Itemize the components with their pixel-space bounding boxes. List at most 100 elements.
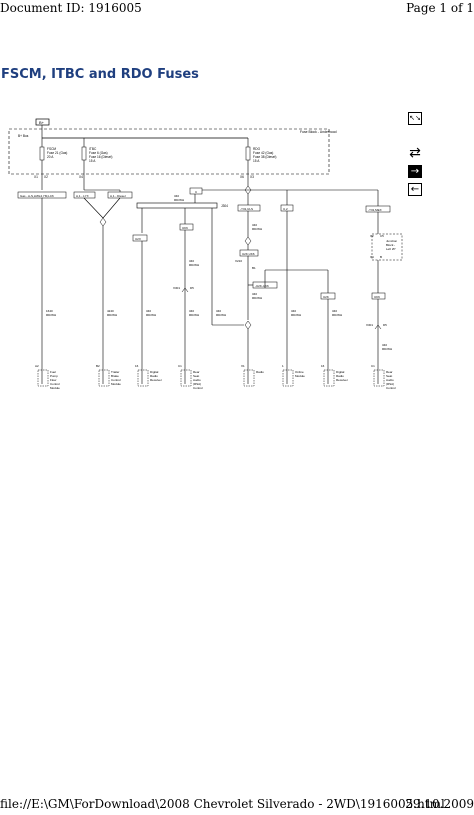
document-id: Document ID: 1916005: [0, 1, 142, 15]
component-4-l1: Rear: [193, 370, 200, 374]
component-rsa-control-2: C1 Rear Seat Audio (RSA) Control: [371, 364, 396, 390]
splice-j304-label: J304: [221, 204, 228, 208]
splice-b1-label: B1: [252, 266, 256, 270]
splice-x301-a: X301: [173, 286, 180, 290]
component-8-l1: Rear: [386, 370, 393, 374]
splice-radio-bottom: [244, 320, 252, 330]
wire-w3-num: 340: [146, 309, 151, 313]
wire-w8-num: 340: [216, 309, 221, 313]
junction-label-2: Block -: [386, 243, 395, 247]
yii-uls-text: -YII1,ULS: [240, 207, 253, 211]
component-4-l2: Seat: [193, 374, 199, 378]
fuse-itbc-line4: 15 A: [89, 159, 96, 163]
u2k-text: U2K: [323, 295, 329, 299]
component-5-pin: X1: [241, 364, 245, 368]
fuse-itbc-line1: ITBC: [89, 147, 97, 151]
c-box: [189, 187, 203, 195]
component-2-l1: Trailer: [111, 370, 119, 374]
component-3-pin: 16: [135, 364, 139, 368]
fuse-fscm-symbol: [39, 146, 45, 161]
fuse-fscm-line2: Fuse 21 (Gas): [47, 151, 67, 155]
u2k-uk6-box: [239, 249, 259, 257]
page-title: FSCM, ITBC and RDO Fuses: [1, 67, 199, 82]
junction-block-outline: [371, 233, 403, 261]
junction-pin-b: B: [380, 255, 382, 259]
splice-x301-b: X301: [366, 323, 373, 327]
splice-radio-top: [244, 236, 252, 246]
junction-pin-x4: X4: [370, 255, 374, 259]
component-3-l3: Receiver: [150, 378, 162, 382]
next-arrow-icon[interactable]: →: [408, 165, 422, 178]
fuse-itbc-line2: Fuse 6 (Gas): [89, 151, 108, 155]
junction-label-1: Junction: [386, 239, 398, 243]
component-6-pin: 1: [282, 364, 284, 368]
component-2-l4: Module: [111, 382, 121, 386]
component-8-l4: (RSA): [386, 382, 394, 386]
splice-j304-bar: [136, 202, 218, 209]
wire-w1-color: RD/WH: [46, 313, 56, 317]
component-5-l1: Radio: [256, 370, 264, 374]
u2x-text: U2X: [135, 237, 141, 241]
uk6-b-box: [371, 292, 386, 300]
fuse-rdo-symbol: [245, 146, 251, 161]
c-text: C: [195, 190, 198, 194]
component-trailer-brake-module: B2 Trailer Brake Control Module: [96, 364, 121, 387]
component-digital-radio-receiver-1: 16 Digital Radio Receiver: [135, 364, 162, 387]
u2-text: U,2: [283, 207, 288, 211]
previous-arrow-icon[interactable]: ←: [408, 183, 422, 196]
component-3-l2: Radio: [150, 374, 158, 378]
uk6-box: [179, 223, 194, 231]
fuse-rdo-line1: RDO: [253, 147, 261, 151]
connector-x1: X1: [34, 175, 38, 179]
swap-icon[interactable]: ⇄: [408, 146, 422, 160]
wire-w4-num: 340: [189, 259, 194, 263]
fuse-rdo-line3: Fuse 38 (Diesel): [253, 155, 276, 159]
fuse-block-label: Fuse Block - Underhood: [300, 130, 337, 134]
component-online-module: 1 Online Module: [282, 364, 305, 387]
page-indicator: Page 1 of 1: [406, 1, 474, 15]
footer-date: 29.10.2009: [405, 797, 474, 811]
wire-w7-color: RD/WH: [189, 313, 199, 317]
diesel-text: A,1 - Diesel: [110, 194, 126, 198]
uk6-text: UK6: [182, 226, 188, 230]
component-6-l1: Online: [295, 370, 304, 374]
component-6-l2: Module: [295, 374, 305, 378]
connector-x6: X6: [240, 175, 244, 179]
wire-w9-num: 340: [291, 309, 296, 313]
component-digital-radio-receiver-2: 16 Digital Radio Receiver: [321, 364, 348, 387]
component-2-pin: B2: [96, 364, 100, 368]
component-4-pin: C1: [178, 364, 182, 368]
pin-d5-a: D5: [190, 286, 194, 290]
component-7-pin: 16: [321, 364, 325, 368]
wire-w3-color: RD/WH: [146, 313, 156, 317]
junction-pin-x2: X2: [370, 234, 374, 238]
gas-options-text: Gas - A-S,LMG4,YM,LC6: [20, 194, 54, 198]
wire-w9-color: RD/WH: [291, 313, 301, 317]
wire-w2-num: 4240: [107, 309, 114, 313]
wire-w5-color: RD/WH: [252, 227, 262, 231]
fuse-fscm-line1: FSCM: [47, 147, 56, 151]
zoom-glyph: ↖↘: [409, 114, 421, 122]
junction-pin-c5: C5: [380, 234, 384, 238]
lyx-box: [73, 191, 96, 199]
prev-glyph: ←: [410, 183, 420, 195]
zoom-icon[interactable]: ↖↘: [408, 112, 422, 125]
component-radio: X1 Radio: [241, 364, 264, 387]
component-8-l3: Audio: [386, 378, 394, 382]
component-7-l1: Digital: [336, 370, 345, 374]
fuse-fscm-line3: 20 A: [47, 155, 54, 159]
uk6-b-text: UK6: [374, 295, 380, 299]
component-1-pin: A2: [35, 364, 39, 368]
wire-w2-color: RD/WH: [107, 313, 117, 317]
component-1-l2: Pump: [50, 374, 58, 378]
fuse-itbc-symbol: [81, 146, 87, 161]
component-2-l2: Brake: [111, 374, 119, 378]
yii-mex-text: -YII1,MEX: [368, 208, 382, 212]
lyx-text: A,1 - LYX: [76, 194, 89, 198]
component-8-pin: C1: [371, 364, 375, 368]
wire-top1-color: RD/WH: [174, 198, 184, 202]
component-fuel-pump-module: A2 Fuel Pump Flow Control Module: [35, 364, 60, 390]
wire-w6-num: 340: [252, 292, 257, 296]
component-1-l5: Module: [50, 386, 60, 390]
bplus-label: B+: [39, 120, 45, 125]
